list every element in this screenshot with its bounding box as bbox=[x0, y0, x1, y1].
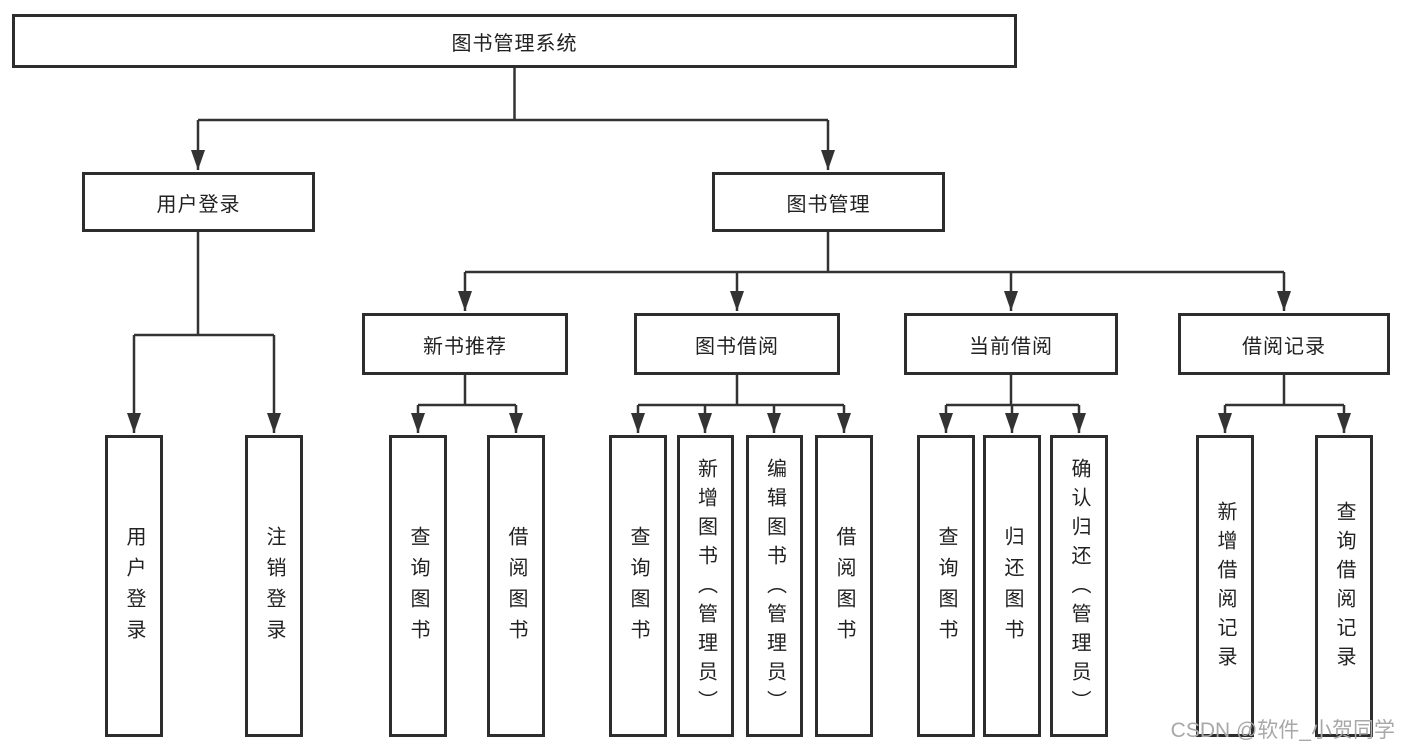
leaf-recommend-query-books: 查询图书 bbox=[389, 435, 447, 737]
node-library-system: 图书管理系统 bbox=[12, 14, 1017, 68]
node-book-borrowing-label: 图书借阅 bbox=[695, 335, 779, 358]
node-new-book-recommend: 新书推荐 bbox=[362, 313, 568, 375]
leaf-records-add-record-label: 新增借阅记录 bbox=[1214, 501, 1236, 675]
leaf-borrowing-add-books-admin-label: 新增图书（管理员） bbox=[694, 457, 717, 719]
leaf-records-query-record: 查询借阅记录 bbox=[1315, 435, 1373, 737]
leaf-records-query-record-label: 查询借阅记录 bbox=[1333, 501, 1355, 675]
node-current-borrowing-label: 当前借阅 bbox=[969, 335, 1053, 358]
node-borrowing-records-label: 借阅记录 bbox=[1242, 335, 1326, 358]
leaf-current-return-books: 归还图书 bbox=[983, 435, 1041, 737]
leaf-borrowing-query-books: 查询图书 bbox=[609, 435, 667, 737]
leaf-user-login-label: 用户登录 bbox=[123, 526, 145, 650]
leaf-borrowing-query-books-label: 查询图书 bbox=[627, 526, 649, 650]
node-library-system-label: 图书管理系统 bbox=[451, 32, 578, 55]
node-book-management: 图书管理 bbox=[712, 172, 945, 232]
node-book-management-label: 图书管理 bbox=[786, 193, 871, 216]
leaf-borrowing-borrow-books-label: 借阅图书 bbox=[833, 526, 855, 650]
node-new-book-recommend-label: 新书推荐 bbox=[423, 335, 507, 358]
leaf-recommend-query-books-label: 查询图书 bbox=[407, 526, 429, 650]
leaf-logout: 注销登录 bbox=[245, 435, 303, 737]
node-book-borrowing: 图书借阅 bbox=[634, 313, 840, 375]
leaf-recommend-borrow-books-label: 借阅图书 bbox=[505, 526, 527, 650]
tree-branch-lines bbox=[134, 68, 1344, 407]
leaf-current-return-books-label: 归还图书 bbox=[1001, 526, 1023, 650]
leaf-recommend-borrow-books: 借阅图书 bbox=[487, 435, 545, 737]
leaf-current-confirm-return-admin-label: 确认归还（管理员） bbox=[1068, 457, 1090, 719]
leaf-user-login: 用户登录 bbox=[105, 435, 163, 737]
watermark: CSDN @软件_小贺同学 bbox=[1170, 719, 1395, 742]
leaf-borrowing-add-books-admin: 新增图书（管理员） bbox=[677, 435, 734, 737]
node-user-login-branch: 用户登录 bbox=[82, 172, 315, 232]
leaf-records-add-record: 新增借阅记录 bbox=[1196, 435, 1254, 737]
node-current-borrowing: 当前借阅 bbox=[904, 313, 1118, 375]
leaf-current-query-books-label: 查询图书 bbox=[935, 526, 957, 650]
leaf-current-query-books: 查询图书 bbox=[917, 435, 975, 737]
leaf-logout-label: 注销登录 bbox=[263, 526, 285, 650]
leaf-borrowing-edit-books-admin: 编辑图书（管理员） bbox=[746, 435, 803, 737]
leaf-current-confirm-return-admin: 确认归还（管理员） bbox=[1050, 435, 1108, 737]
leaf-borrowing-borrow-books: 借阅图书 bbox=[815, 435, 873, 737]
node-user-login-branch-label: 用户登录 bbox=[156, 193, 241, 216]
node-borrowing-records: 借阅记录 bbox=[1178, 313, 1390, 375]
leaf-borrowing-edit-books-admin-label: 编辑图书（管理员） bbox=[763, 457, 786, 719]
down-arrow-icons bbox=[127, 120, 1351, 433]
